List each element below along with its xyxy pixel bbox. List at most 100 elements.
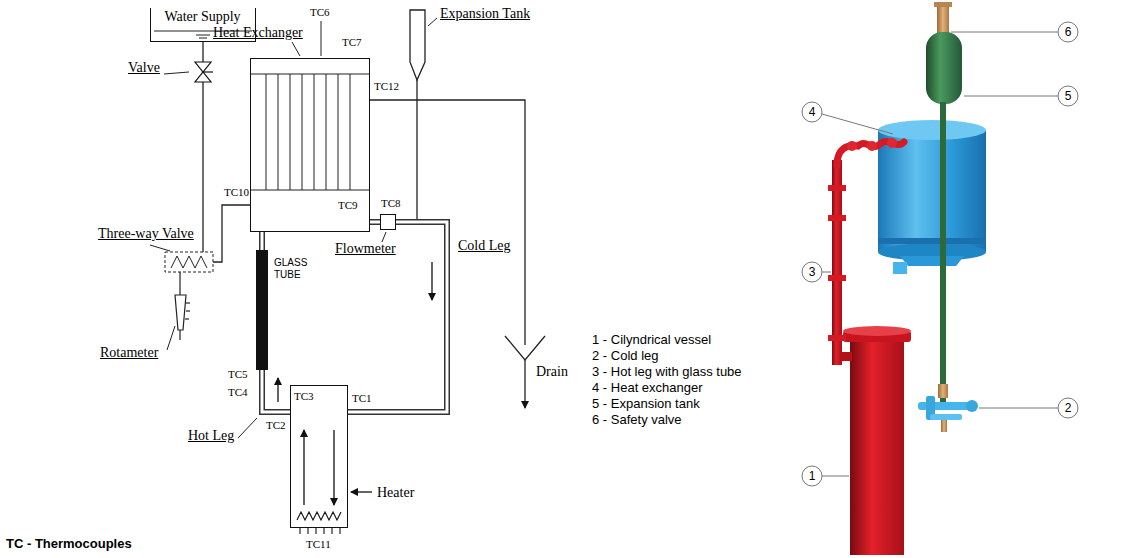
callout-number: 6 xyxy=(1065,26,1072,38)
connector-line xyxy=(370,219,380,225)
loop-illustration xyxy=(893,262,907,274)
expansion-tank xyxy=(416,80,417,219)
key-item: 3 - Hot leg with glass tube xyxy=(592,364,742,379)
loop-illustration xyxy=(940,102,946,402)
heat-exchanger-tubes xyxy=(278,74,279,190)
water-surface xyxy=(199,38,207,39)
callout-leaders xyxy=(951,32,1058,33)
loop-illustration xyxy=(828,215,846,221)
component-label: Hot Leg xyxy=(188,428,234,444)
loop-illustration xyxy=(941,420,947,432)
key-item: 4 - Heat exchanger xyxy=(592,380,703,395)
component-label: Rotameter xyxy=(100,345,158,361)
heater-element xyxy=(331,528,332,534)
heat-exchanger-tubes xyxy=(266,74,267,190)
thermocouple-label: TC12 xyxy=(374,80,399,92)
heat-exchanger-tubes xyxy=(250,74,370,190)
rotameter xyxy=(175,272,190,340)
heater-element xyxy=(307,528,308,534)
loop-illustration xyxy=(878,130,986,252)
leader-lines xyxy=(292,42,300,56)
loop-illustration xyxy=(926,32,962,104)
heat-exchanger-tubes xyxy=(250,190,370,191)
tank-label: Water Supply xyxy=(164,9,240,25)
pipe-connector xyxy=(370,222,380,223)
thermocouple-label: TC1 xyxy=(352,392,372,404)
loop-illustration xyxy=(850,340,904,555)
leader-lines xyxy=(150,245,170,251)
flow-arrows xyxy=(351,491,372,492)
heat-exchanger-tubes xyxy=(350,74,351,190)
expansion-tank xyxy=(410,10,425,80)
valve-symbol xyxy=(195,62,211,72)
thermocouple-label: TC3 xyxy=(294,390,314,402)
callout-leaders xyxy=(822,114,893,134)
heater-element xyxy=(299,528,300,534)
thermocouple-label: TC7 xyxy=(342,36,362,48)
leader-lines xyxy=(428,18,437,26)
thermocouple-label: TC5 xyxy=(228,368,248,380)
heat-exchanger-tubes xyxy=(290,74,291,190)
key-note: TC - Thermocouples xyxy=(6,536,132,551)
callout-leaders xyxy=(1058,86,1078,106)
key-item: 2 - Cold leg xyxy=(592,348,658,363)
callout-leaders xyxy=(822,476,849,477)
pipe-connector xyxy=(262,370,290,412)
water-surface xyxy=(196,35,210,36)
rotameter xyxy=(175,295,186,330)
pipe-bore xyxy=(261,232,264,250)
callout-leaders xyxy=(802,22,1078,486)
flow-arrows xyxy=(431,262,432,300)
component-label: Flowmeter xyxy=(335,241,396,257)
component-label: Cold Leg xyxy=(458,238,511,254)
thermocouple-label: TC10 xyxy=(224,186,249,198)
loop-illustration xyxy=(840,352,852,361)
pipe-bore xyxy=(262,370,290,412)
heat-exchanger-tubes xyxy=(338,74,339,190)
callout-number: 3 xyxy=(809,266,816,278)
rotameter xyxy=(179,272,180,295)
valve-symbol xyxy=(203,71,213,72)
callout-leaders xyxy=(802,262,822,282)
loop-illustration xyxy=(828,275,846,281)
heat-exchanger-tubes xyxy=(302,74,303,190)
callout-leaders xyxy=(1058,22,1078,42)
loop-illustration xyxy=(867,141,877,151)
loop-illustration xyxy=(847,141,857,151)
callout-number: 1 xyxy=(809,470,816,482)
heater-vessel: Heater xyxy=(290,385,348,528)
component-label: Expansion Tank xyxy=(440,6,530,22)
three-way-valve-symbol xyxy=(165,252,213,272)
thermocouple-label: TC9 xyxy=(338,199,358,211)
component-label: Valve xyxy=(128,60,160,76)
component-label: Heater xyxy=(377,485,414,501)
loop-illustration xyxy=(887,138,897,148)
thermocouple-label: TC11 xyxy=(306,538,331,550)
loop-illustration xyxy=(930,414,962,420)
pipe-connector xyxy=(262,232,263,250)
key-item: 6 - Safety valve xyxy=(592,412,682,427)
leader-lines xyxy=(164,72,189,74)
rotameter xyxy=(186,310,190,311)
flow-arrows xyxy=(277,378,278,402)
heat-exchanger-tubes xyxy=(250,74,370,75)
component-label: Three-way Valve xyxy=(98,226,194,242)
flowmeter-box: Flowmeter xyxy=(380,214,396,230)
expansion-tank xyxy=(410,10,425,219)
callout-number: 2 xyxy=(1065,402,1072,414)
loop-illustration xyxy=(900,256,964,266)
component-label: Drain xyxy=(536,364,568,380)
loop-illustration xyxy=(937,6,949,34)
loop-illustration xyxy=(878,120,986,140)
callout-number: 5 xyxy=(1065,90,1072,102)
loop-illustration xyxy=(938,384,948,398)
pipe-bore xyxy=(370,221,380,224)
loop-illustration xyxy=(843,326,911,336)
heater-element xyxy=(315,528,316,534)
rotameter xyxy=(185,318,189,319)
loop-illustration xyxy=(966,400,978,412)
three-way-valve-symbol xyxy=(165,252,213,272)
